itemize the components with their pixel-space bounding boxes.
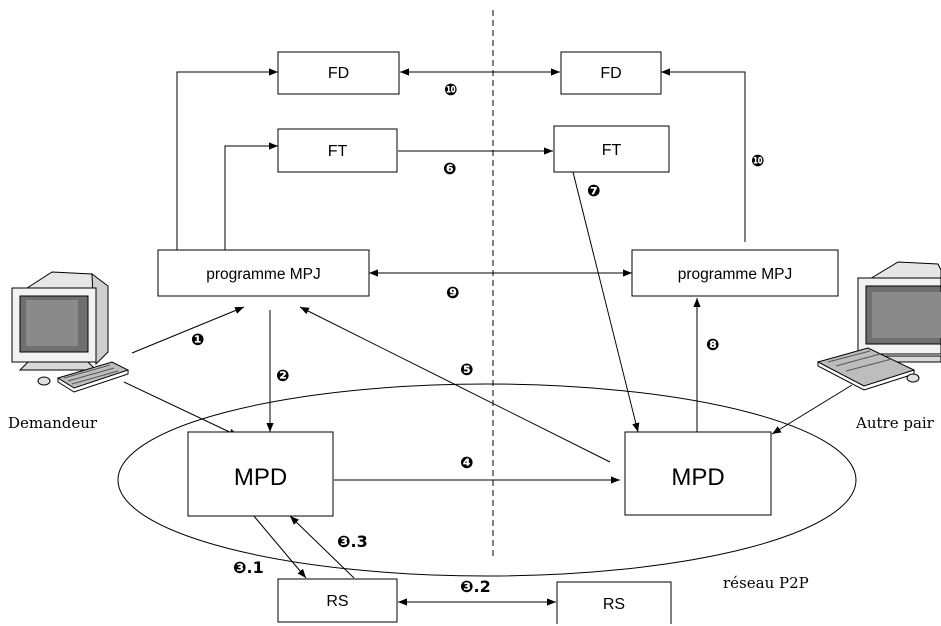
- step-3-2-marker: ❸.2: [460, 577, 491, 596]
- p2p-network-ellipse: [117, 383, 857, 577]
- node-fd-left: FD: [277, 51, 400, 95]
- arrow-peer-to-mpd-right: [771, 384, 853, 435]
- arrow-mpd-to-rs: [252, 514, 307, 579]
- step-8-marker: ❽: [706, 335, 720, 354]
- svg-text:MPD: MPD: [671, 464, 724, 491]
- other-peer-label: Autre pair: [855, 414, 935, 432]
- node-prog-right: programme MPJ: [631, 249, 839, 297]
- step-1-marker: ❶: [191, 330, 205, 349]
- step-9-marker: ❾: [446, 283, 460, 302]
- node-mpd-right: MPD: [624, 431, 772, 516]
- svg-text:programme MPJ: programme MPJ: [206, 266, 321, 283]
- node-fd-right: FD: [560, 51, 662, 95]
- svg-text:FT: FT: [328, 143, 348, 160]
- step-2-marker: ❷: [276, 366, 290, 385]
- arrow-prog-to-fd-left: [176, 68, 278, 250]
- step-3-3-marker: ❸.3: [337, 532, 368, 551]
- svg-text:FD: FD: [600, 65, 621, 82]
- network-label: réseau P2P: [723, 574, 809, 592]
- node-mpd-left: MPD: [187, 431, 334, 517]
- step-6-marker: ❻: [443, 159, 457, 178]
- svg-text:RS: RS: [603, 596, 625, 613]
- arrow-prog-to-fd-right: [661, 68, 746, 242]
- svg-text:FT: FT: [602, 142, 622, 159]
- node-prog-left: programme MPJ: [157, 249, 370, 297]
- step-10-marker-right: ❿: [751, 151, 765, 170]
- requester-label: Demandeur: [8, 414, 98, 432]
- peer-computer-icon: [816, 261, 941, 391]
- node-ft-left: FT: [277, 128, 398, 173]
- connectors: [123, 68, 853, 606]
- step-4-marker: ❹: [460, 453, 474, 472]
- step-10-marker-top: ❿: [444, 80, 458, 99]
- arrow-ft-to-mpd-right: [572, 171, 640, 433]
- node-rs-left: RS: [277, 578, 398, 623]
- arrow-requester-to-prog: [131, 306, 245, 354]
- svg-text:MPD: MPD: [234, 464, 287, 491]
- svg-text:RS: RS: [326, 593, 348, 610]
- step-5-marker: ❺: [460, 360, 474, 379]
- svg-text:programme MPJ: programme MPJ: [678, 266, 793, 283]
- arrow-mpd-right-to-prog-left: [299, 306, 611, 463]
- step-3-1-marker: ❸.1: [233, 558, 264, 577]
- requester-computer-icon: [11, 271, 130, 393]
- arrow-prog-to-ft-left: [224, 142, 278, 250]
- step-7-marker: ❼: [587, 181, 601, 200]
- node-rs-right: RS: [556, 581, 672, 624]
- arrow-rs-to-mpd: [289, 515, 355, 579]
- arrow-requester-to-mpd: [123, 381, 239, 437]
- svg-text:FD: FD: [328, 65, 349, 82]
- node-ft-right: FT: [553, 125, 670, 173]
